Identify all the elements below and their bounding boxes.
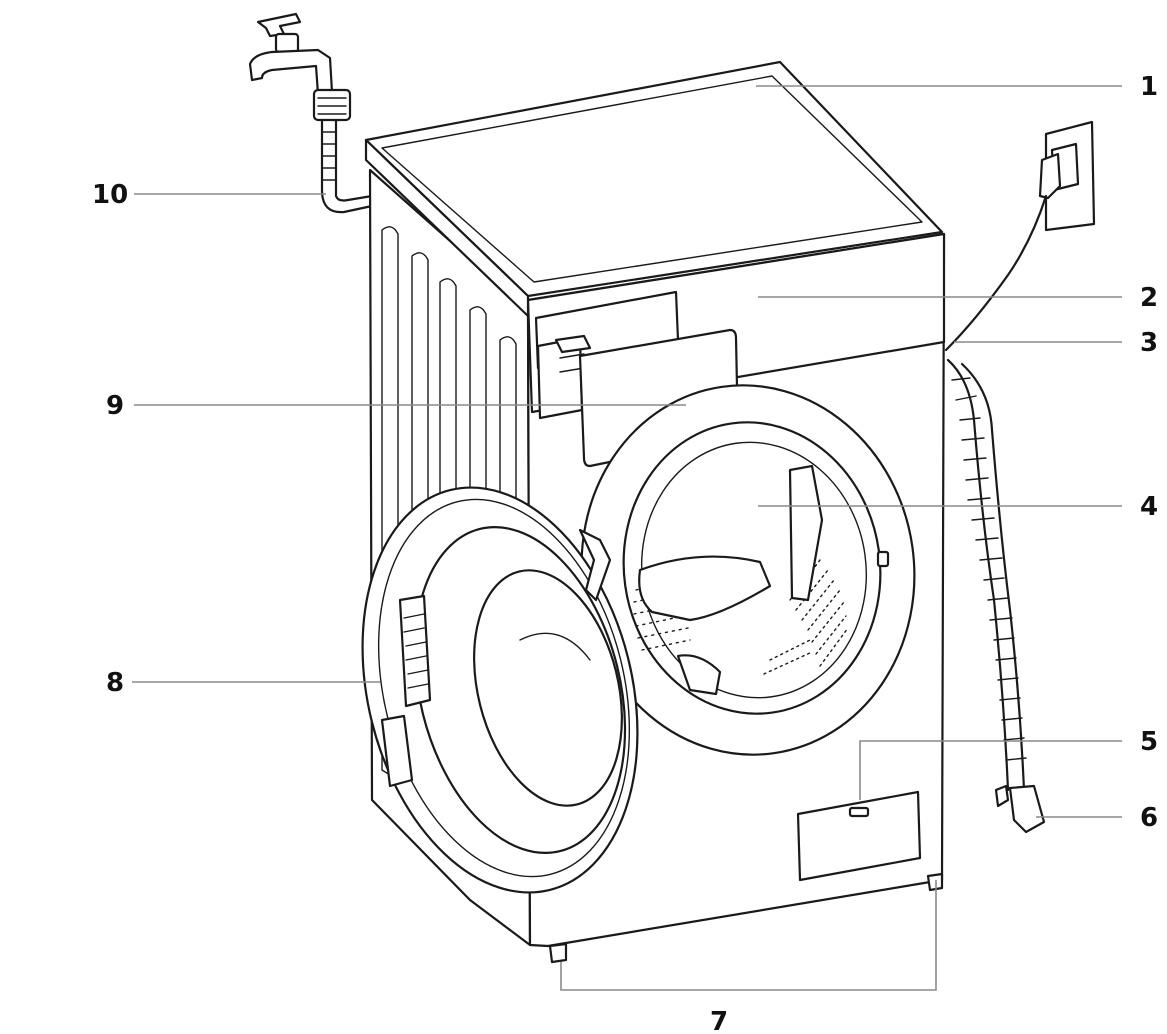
callout-8: 8 (106, 668, 124, 698)
wall-socket (1038, 120, 1096, 232)
detergent-drawer (534, 290, 740, 468)
callout-4: 4 (1140, 492, 1158, 522)
water-tap (248, 12, 352, 122)
callout-6: 6 (1140, 803, 1158, 833)
callout-9: 9 (106, 391, 124, 421)
drum-assembly (580, 384, 916, 756)
power-cord (944, 194, 1048, 352)
leader-7 (560, 880, 937, 991)
door (361, 486, 639, 894)
door-glass (473, 569, 623, 807)
door-hinge (398, 594, 432, 708)
foot-front-left (548, 942, 568, 964)
callout-5: 5 (1140, 727, 1158, 757)
leader-5 (859, 740, 1122, 800)
leader-lines (132, 85, 1122, 991)
callout-2: 2 (1140, 283, 1158, 313)
drain-hose (946, 358, 1046, 834)
callout-7: 7 (710, 1007, 728, 1034)
filter-cover (796, 790, 922, 882)
drum-paddle (638, 555, 772, 622)
callout-3: 3 (1140, 328, 1158, 358)
inlet-hose (320, 118, 374, 214)
foot-front-right (926, 872, 944, 892)
callout-1: 1 (1140, 72, 1158, 102)
callout-numbers: 1 2 3 4 5 6 7 8 9 10 (92, 72, 1158, 1034)
callout-10: 10 (92, 180, 128, 210)
door-lock (876, 550, 890, 568)
door-handle (380, 714, 414, 788)
